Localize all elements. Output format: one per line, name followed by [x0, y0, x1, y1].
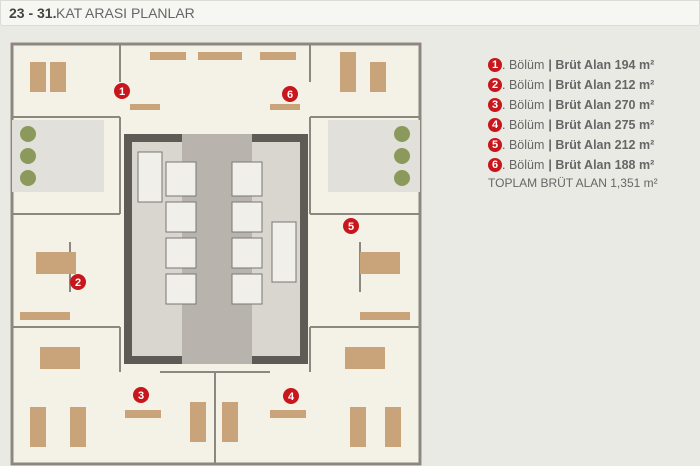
- legend-item: 5. Bölüm| Brüt Alan 212 m²: [488, 135, 658, 155]
- area-legend: 1. Bölüm| Brüt Alan 194 m² 2. Bölüm| Brü…: [488, 55, 658, 190]
- courtyards: [12, 120, 420, 192]
- marker-1: 1: [114, 83, 130, 99]
- section-label: . Bölüm: [502, 58, 545, 72]
- legend-item: 1. Bölüm| Brüt Alan 194 m²: [488, 55, 658, 75]
- marker-5: 5: [343, 218, 359, 234]
- section-area: | Brüt Alan 212 m²: [548, 78, 655, 92]
- section-number-badge: 4: [488, 118, 502, 132]
- marker-3: 3: [133, 387, 149, 403]
- legend-item: 3. Bölüm| Brüt Alan 270 m²: [488, 95, 658, 115]
- section-label: . Bölüm: [502, 158, 545, 172]
- section-number-badge: 3: [488, 98, 502, 112]
- floor-plan: 1 2 3 4 5 6: [10, 42, 422, 466]
- floor-range: 23 - 31.: [9, 5, 57, 21]
- desks: [20, 52, 410, 447]
- page-header: 23 - 31. KAT ARASI PLANLAR: [0, 0, 700, 26]
- legend-item: 4. Bölüm| Brüt Alan 275 m²: [488, 115, 658, 135]
- svg-text:2: 2: [75, 277, 81, 289]
- svg-text:5: 5: [348, 221, 354, 233]
- svg-text:6: 6: [287, 89, 293, 101]
- section-area: | Brüt Alan 212 m²: [548, 138, 655, 152]
- section-number-badge: 2: [488, 78, 502, 92]
- section-area: | Brüt Alan 275 m²: [548, 118, 655, 132]
- section-markers: 1 2 3 4 5 6: [70, 83, 359, 404]
- section-area: | Brüt Alan 194 m²: [548, 58, 655, 72]
- total-area: TOPLAM BRÜT ALAN 1,351 m²: [488, 176, 658, 190]
- svg-text:1: 1: [119, 86, 125, 98]
- legend-item: 6. Bölüm| Brüt Alan 188 m²: [488, 155, 658, 175]
- marker-2: 2: [70, 274, 86, 290]
- section-label: . Bölüm: [502, 138, 545, 152]
- section-number-badge: 5: [488, 138, 502, 152]
- marker-4: 4: [283, 388, 299, 404]
- section-label: . Bölüm: [502, 98, 545, 112]
- legend-item: 2. Bölüm| Brüt Alan 212 m²: [488, 75, 658, 95]
- section-label: . Bölüm: [502, 78, 545, 92]
- marker-6: 6: [282, 86, 298, 102]
- section-area: | Brüt Alan 270 m²: [548, 98, 655, 112]
- section-number-badge: 6: [488, 158, 502, 172]
- core: [124, 134, 308, 364]
- svg-text:3: 3: [138, 390, 144, 402]
- page-title: KAT ARASI PLANLAR: [56, 5, 195, 21]
- section-area: | Brüt Alan 188 m²: [548, 158, 655, 172]
- section-number-badge: 1: [488, 58, 502, 72]
- section-label: . Bölüm: [502, 118, 545, 132]
- svg-text:4: 4: [288, 391, 295, 403]
